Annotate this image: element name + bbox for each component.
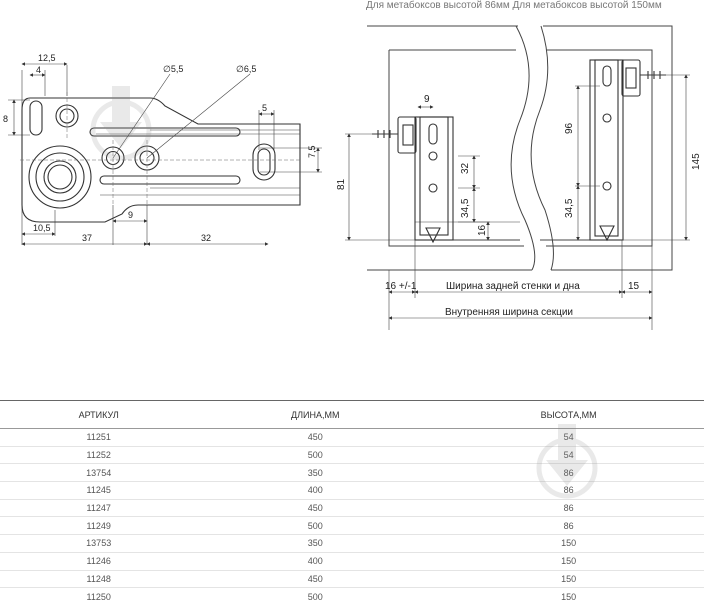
drawing-caption: Для метабоксов высотой 86мм Для метабокс…	[366, 0, 662, 11]
cell-height: 54	[433, 428, 704, 447]
cell-article: 11252	[0, 446, 198, 465]
cell-article: 11245	[0, 481, 198, 500]
dim-16-tolerance: 16 +/-1	[385, 281, 417, 292]
spec-table: АРТИКУЛ ДЛИНА,ММ ВЫСОТА,ММ 1125145054 11…	[0, 400, 704, 605]
cell-length: 450	[197, 428, 434, 447]
back-width-label: Ширина задней стенки и дна	[446, 281, 580, 292]
table-header-row: АРТИКУЛ ДЛИНА,ММ ВЫСОТА,ММ	[0, 400, 704, 429]
cell-article: 13753	[0, 534, 198, 553]
dim-16: 16	[477, 224, 488, 236]
technical-drawing: 12,5 4 8 ∅5,5 ∅6,5 5 7,5 10,5 9 37 32	[3, 25, 702, 330]
cell-height: 86	[433, 481, 704, 500]
column-header-article: АРТИКУЛ	[0, 400, 198, 429]
cell-article: 11247	[0, 499, 198, 518]
table-row: 1375435086	[0, 463, 704, 483]
dim-7-5: 7,5	[307, 145, 317, 158]
dim-dia-6-5: ∅6,5	[236, 64, 256, 74]
dim-15: 15	[628, 281, 640, 292]
cell-height: 150	[561, 591, 577, 602]
dim-34-5-right: 34,5	[564, 198, 575, 218]
cell-height: 86	[433, 463, 704, 483]
dim-10-5: 10,5	[33, 223, 51, 233]
cell-height: 86	[433, 499, 704, 518]
watermark-logo	[90, 86, 152, 161]
dim-34-5-left: 34,5	[460, 198, 471, 218]
cell-length: 400	[197, 481, 434, 500]
cell-length: 500	[307, 591, 323, 602]
cell-height: 54	[433, 446, 704, 465]
dim-96: 96	[564, 122, 575, 134]
dim-dia-5-5: ∅5,5	[163, 64, 183, 74]
dim-37: 37	[82, 233, 92, 243]
dim-81: 81	[336, 178, 347, 190]
cell-height: 150	[433, 570, 704, 589]
cell-length: 350	[197, 463, 434, 483]
column-header-length: ДЛИНА,ММ	[197, 400, 434, 429]
cell-article: 11249	[0, 516, 198, 536]
cell-length: 350	[197, 534, 434, 553]
dim-9-right: 9	[424, 94, 430, 105]
cell-length: 500	[197, 516, 434, 536]
cell-article: 11250	[86, 591, 111, 602]
cell-height: 150	[433, 534, 704, 553]
cell-height: 150	[433, 552, 704, 571]
column-header-height: ВЫСОТА,ММ	[433, 400, 704, 429]
dim-145: 145	[691, 153, 702, 170]
cell-length: 450	[197, 570, 434, 589]
cell-article: 13754	[0, 463, 198, 483]
cell-article: 11246	[0, 552, 198, 571]
table-row: 1125250054	[0, 446, 704, 465]
table-row: 11250 500 150	[0, 588, 704, 605]
watermark-logo	[536, 424, 598, 499]
cell-article: 11248	[0, 570, 198, 589]
inner-width-label: Внутренняя ширина секции	[445, 307, 573, 318]
cell-article: 11251	[0, 428, 198, 447]
dim-8: 8	[3, 114, 8, 124]
runner-profile-drawing: 12,5 4 8 ∅5,5 ∅6,5 5 7,5 10,5 9 37 32	[3, 53, 322, 246]
dim-4: 4	[36, 65, 41, 75]
dim-32: 32	[201, 233, 211, 243]
cabinet-section-drawing: 9 96 145 81 32 34,5 34,5 16 16 +/-1 15 Ш…	[336, 25, 702, 330]
dim-9: 9	[128, 210, 133, 220]
dim-5: 5	[262, 103, 267, 113]
cell-length: 400	[197, 552, 434, 571]
cell-length: 500	[197, 446, 434, 465]
dim-12-5: 12,5	[38, 53, 56, 63]
cell-height: 86	[433, 516, 704, 536]
table-row: 1125145054	[0, 428, 704, 447]
dim-32-right: 32	[460, 162, 471, 174]
cell-length: 450	[197, 499, 434, 518]
